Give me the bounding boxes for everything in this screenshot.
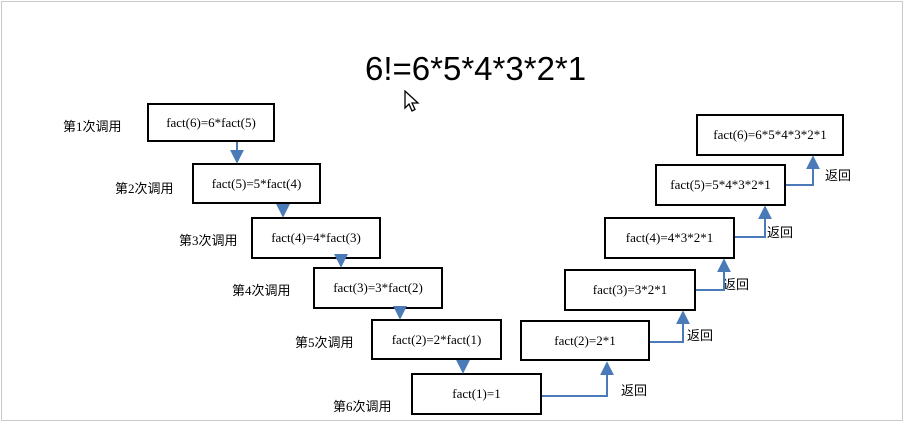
return-label-2: 返回 xyxy=(687,328,714,343)
mouse-pointer-icon xyxy=(404,90,420,112)
return-arrow-5 xyxy=(786,155,820,186)
return-arrow-2 xyxy=(650,310,690,343)
call-box-2: fact(5)=5*fact(4) xyxy=(192,163,321,204)
return-arrow-1 xyxy=(542,361,614,397)
return-box-4: fact(5)=5*4*3*2*1 xyxy=(655,164,786,206)
call-box-3: fact(4)=4*fact(3) xyxy=(251,217,381,259)
call-box-5: fact(2)=2*fact(1) xyxy=(371,319,502,360)
return-box-2: fact(3)=3*2*1 xyxy=(564,269,696,311)
call-label-1: 第1次调用 xyxy=(63,119,122,134)
call-box-6: fact(1)=1 xyxy=(411,373,542,415)
return-box-5: fact(6)=6*5*4*3*2*1 xyxy=(696,114,844,156)
diagram-title: 6!=6*5*4*3*2*1 xyxy=(365,50,587,87)
return-label-5: 返回 xyxy=(825,168,852,183)
call-box-1: fact(6)=6*fact(5) xyxy=(147,103,275,142)
return-label-3: 返回 xyxy=(723,277,750,292)
return-box-3: fact(4)=4*3*2*1 xyxy=(604,217,735,259)
call-box-4: fact(3)=3*fact(2) xyxy=(313,267,443,309)
call-label-5: 第5次调用 xyxy=(295,335,354,350)
return-box-1: fact(2)=2*1 xyxy=(520,320,650,361)
call-label-6: 第6次调用 xyxy=(333,399,392,414)
call-label-2: 第2次调用 xyxy=(115,181,174,196)
call-label-3: 第3次调用 xyxy=(179,233,238,248)
call-label-4: 第4次调用 xyxy=(232,283,291,298)
return-label-1: 返回 xyxy=(621,383,648,398)
return-arrow-4 xyxy=(735,205,772,238)
return-arrow-3 xyxy=(696,258,731,291)
return-label-4: 返回 xyxy=(767,225,794,240)
